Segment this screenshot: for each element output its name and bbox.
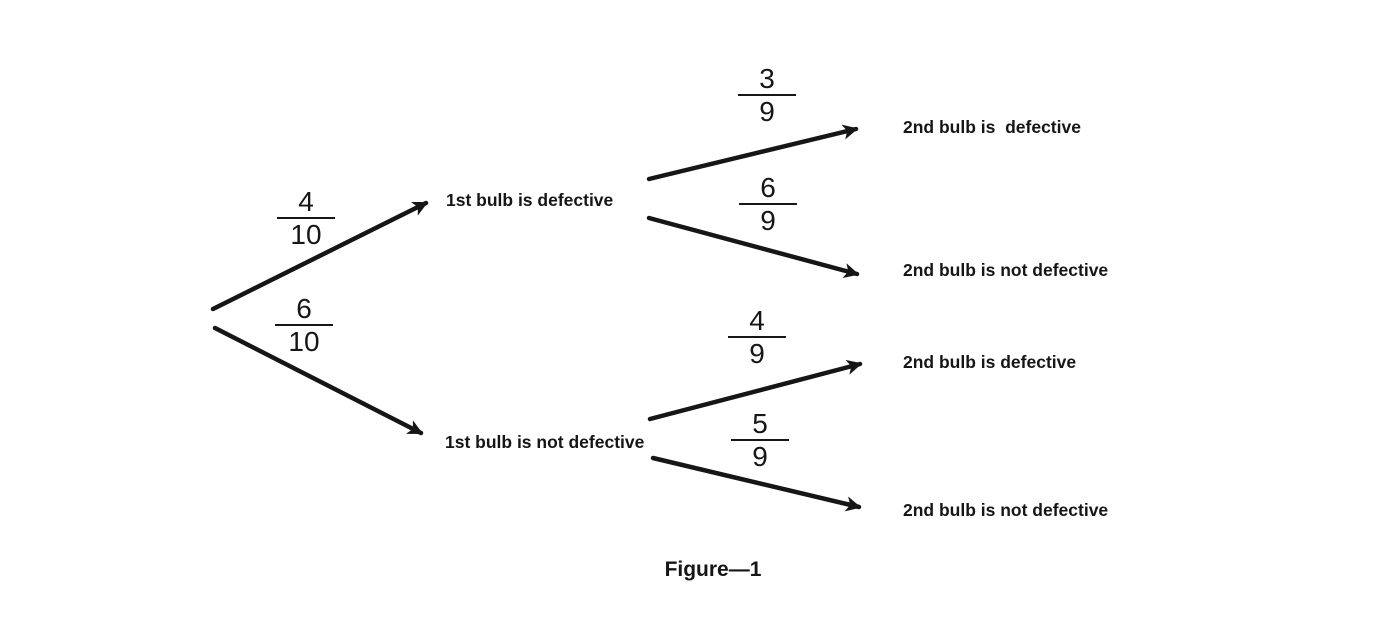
probability-fraction-5-9: 5 9 [731, 409, 789, 471]
figure-caption: Figure—1 [664, 558, 762, 581]
node-label-1st-bulb-not-defective: 1st bulb is not defective [445, 432, 645, 452]
fraction-denominator: 10 [290, 219, 322, 251]
fraction-denominator: 9 [760, 205, 776, 237]
leaf-label-2nd-bulb-not-defective-bottom: 2nd bulb is not defective [903, 500, 1109, 520]
fraction-numerator: 4 [728, 306, 786, 339]
probability-fraction-6-9: 6 9 [739, 173, 797, 235]
fraction-numerator: 4 [277, 187, 335, 220]
fraction-numerator: 5 [731, 409, 789, 442]
branch-arrow-root-to-defective [210, 200, 429, 312]
probability-fraction-6-10: 6 10 [275, 294, 333, 356]
fraction-denominator: 9 [759, 96, 775, 128]
probability-fraction-3-9: 3 9 [738, 64, 796, 126]
probability-fraction-4-10: 4 10 [277, 187, 335, 249]
fraction-denominator: 9 [752, 441, 768, 473]
fraction-numerator: 6 [275, 294, 333, 327]
branch-arrow-defective-to-2nd-not-defective [646, 215, 860, 279]
branch-arrow-not-defective-to-2nd-defective [647, 359, 863, 422]
fraction-numerator: 3 [738, 64, 796, 97]
leaf-label-2nd-bulb-defective-bottom: 2nd bulb is defective [903, 352, 1077, 372]
leaf-label-2nd-bulb-defective-top: 2nd bulb is defective [903, 117, 1081, 137]
branch-arrow-defective-to-2nd-defective [646, 124, 859, 182]
node-label-1st-bulb-defective: 1st bulb is defective [446, 190, 614, 210]
probability-fraction-4-9: 4 9 [728, 306, 786, 368]
fraction-denominator: 10 [288, 326, 320, 358]
branch-arrow-not-defective-to-2nd-not-defective [650, 455, 862, 512]
fraction-numerator: 6 [739, 173, 797, 206]
branch-arrow-root-to-not-defective [212, 325, 424, 436]
leaf-label-2nd-bulb-not-defective-top: 2nd bulb is not defective [903, 260, 1109, 280]
fraction-denominator: 9 [749, 338, 765, 370]
